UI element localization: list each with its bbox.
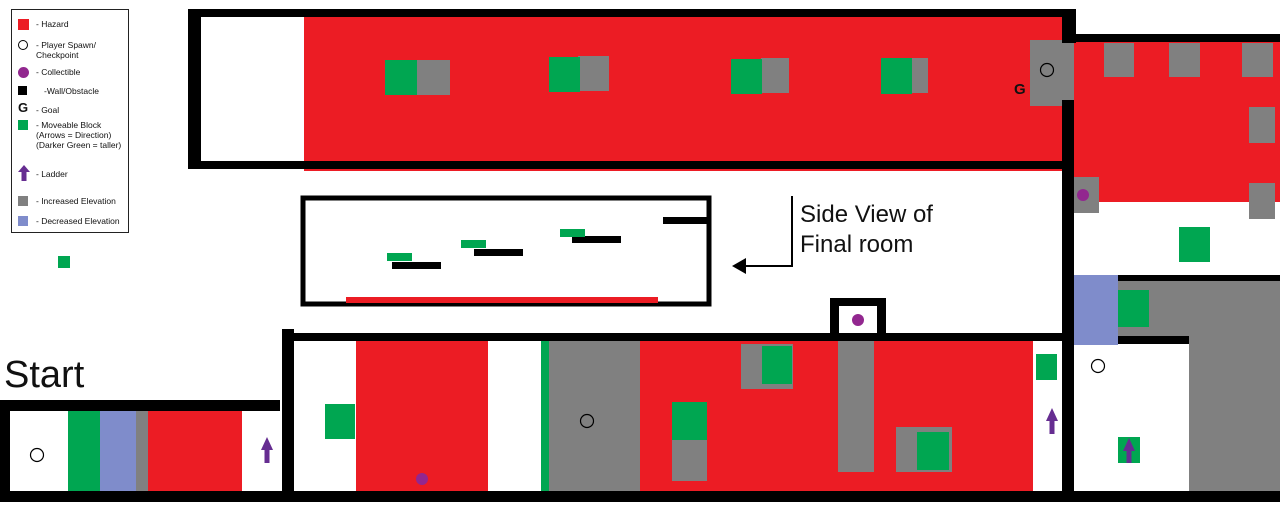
moveable-block	[762, 346, 792, 384]
platform	[392, 262, 441, 269]
ladder-icon	[1046, 408, 1058, 434]
moveable-block-strip	[541, 340, 549, 492]
increased-elevation-area	[1249, 183, 1275, 219]
collectible	[416, 473, 428, 485]
hazard-area	[148, 411, 242, 491]
increased-elevation-area	[1104, 43, 1134, 77]
decreased-elevation-area	[1074, 275, 1118, 345]
increased-elevation-area	[136, 411, 148, 491]
top-room	[304, 17, 1062, 171]
middle-room-2	[541, 314, 1058, 492]
hazard-floor	[346, 297, 658, 303]
moveable-block	[549, 57, 580, 92]
moveable-block	[58, 256, 70, 268]
hazard-swatch	[18, 19, 29, 30]
start-room	[29, 411, 273, 491]
moveable-block	[385, 60, 417, 95]
collectible-dot-icon	[18, 67, 29, 78]
increased-elevation-area	[1030, 40, 1074, 106]
start-label: Start	[4, 354, 85, 396]
side-view-label: Side View of Final room	[800, 201, 933, 258]
walls	[0, 9, 1280, 502]
moveable-block	[560, 229, 585, 237]
right-lower-room	[1074, 275, 1280, 491]
moveable-block	[1118, 290, 1149, 327]
moveable-block	[731, 59, 762, 94]
decreased-elevation-area	[100, 411, 136, 491]
moveable-block	[461, 240, 486, 248]
spawn-circle-icon	[18, 40, 28, 50]
hazard-area	[356, 340, 488, 492]
moveable-block	[387, 253, 412, 261]
increased-elevation-area	[417, 60, 450, 95]
increased-elevation-area	[1242, 43, 1273, 77]
platform	[474, 249, 523, 256]
moveable-block	[325, 404, 355, 439]
ladder-icon	[261, 437, 273, 463]
platform	[663, 217, 709, 224]
collectible	[852, 314, 864, 326]
collectible	[1077, 189, 1089, 201]
goal-letter-icon: G	[18, 100, 29, 115]
moveable-block	[672, 402, 707, 440]
increased-elevation-area	[1249, 107, 1275, 143]
increased-elevation-swatch	[18, 196, 28, 206]
moveable-block-swatch	[18, 120, 28, 130]
player-checkpoint	[1090, 358, 1106, 374]
increased-elevation-area	[908, 58, 928, 93]
increased-elevation-area	[1189, 336, 1280, 491]
increased-elevation-area	[578, 56, 609, 91]
increased-elevation-area	[1169, 43, 1200, 77]
decreased-elevation-swatch	[18, 216, 28, 226]
moveable-block	[917, 432, 949, 470]
moveable-block	[881, 58, 912, 94]
moveable-block	[1036, 354, 1057, 380]
middle-room-1	[325, 340, 488, 492]
ladder-icon	[1123, 438, 1135, 463]
moveable-block	[68, 411, 100, 491]
player-checkpoint	[579, 413, 595, 429]
goal-room	[1030, 40, 1280, 262]
increased-elevation-area	[549, 340, 640, 492]
platform	[572, 236, 621, 243]
ladder-arrow-icon	[18, 165, 30, 181]
legend-box: - Hazard - Player Spawn/ Checkpoint - Co…	[11, 9, 129, 233]
increased-elevation-area	[838, 340, 874, 472]
goal-marker: G	[1014, 81, 1026, 98]
player-spawn	[29, 447, 45, 463]
moveable-block	[1179, 227, 1210, 262]
arrow-left-icon	[732, 196, 793, 274]
player-checkpoint	[1039, 62, 1055, 78]
wall-swatch	[18, 86, 27, 95]
increased-elevation-area	[761, 58, 789, 93]
side-view-frame	[300, 195, 712, 307]
side-view-final-room	[300, 195, 712, 307]
